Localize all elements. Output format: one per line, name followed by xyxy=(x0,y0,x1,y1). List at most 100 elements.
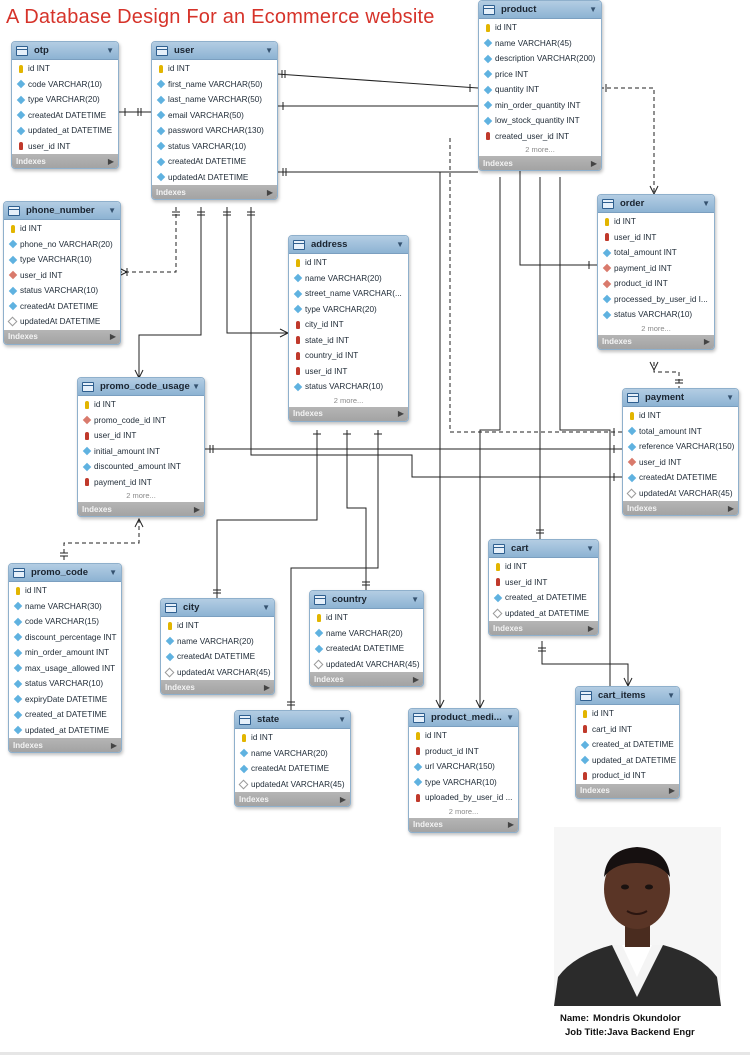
expand-arrow-icon[interactable]: ▶ xyxy=(412,674,419,684)
table-column[interactable]: id INT xyxy=(289,255,408,271)
table-column[interactable]: city_id INT xyxy=(289,317,408,333)
table-header[interactable]: product ▼ xyxy=(479,1,601,19)
indexes-bar[interactable]: Indexes▶ xyxy=(489,621,598,635)
table-column[interactable]: code VARCHAR(15) xyxy=(9,614,121,630)
table-column[interactable]: createdAt DATETIME xyxy=(235,761,350,777)
more-columns-label[interactable]: 2 more... xyxy=(448,806,479,816)
more-columns-label[interactable]: 2 more... xyxy=(525,145,555,154)
table-column[interactable]: type VARCHAR(20) xyxy=(289,302,408,318)
table-column[interactable]: status VARCHAR(10) xyxy=(289,379,408,395)
indexes-bar[interactable]: Indexes▶ xyxy=(161,680,274,694)
table-column[interactable]: price INT xyxy=(479,67,601,83)
more-columns-label[interactable]: 2 more... xyxy=(126,491,156,500)
table-header[interactable]: product_medi... ▼ xyxy=(409,709,518,727)
table-column[interactable]: id INT xyxy=(161,618,274,634)
chevron-down-icon[interactable]: ▼ xyxy=(411,595,419,604)
indexes-bar[interactable]: Indexes▶ xyxy=(235,792,350,806)
table-column[interactable]: low_stock_quantity INT xyxy=(479,113,601,129)
table-column[interactable]: status VARCHAR(10) xyxy=(4,283,120,299)
table-column[interactable]: email VARCHAR(50) xyxy=(152,108,277,124)
table-header[interactable]: otp ▼ xyxy=(12,42,118,60)
table-column[interactable]: reference VARCHAR(150) xyxy=(623,439,738,455)
table-column[interactable]: createdAt DATETIME xyxy=(12,108,118,124)
indexes-bar[interactable]: Indexes▶ xyxy=(289,406,408,421)
table-column[interactable]: updatedAt VARCHAR(45) xyxy=(623,486,738,502)
expand-arrow-icon[interactable]: ▶ xyxy=(727,503,734,513)
table-column[interactable]: id INT xyxy=(489,559,598,575)
table-column[interactable]: discount_percentage INT xyxy=(9,630,121,646)
indexes-bar[interactable]: Indexes▶ xyxy=(152,185,277,199)
table-column[interactable]: created_at DATETIME xyxy=(576,737,679,753)
table-column[interactable]: user_id INT xyxy=(598,230,714,246)
chevron-down-icon[interactable]: ▼ xyxy=(667,691,675,700)
more-columns-label[interactable]: 2 more... xyxy=(333,395,364,405)
table-column[interactable]: name VARCHAR(20) xyxy=(161,634,274,650)
expand-arrow-icon[interactable]: ▶ xyxy=(587,623,594,633)
table-column[interactable]: status VARCHAR(10) xyxy=(598,307,714,323)
table-column[interactable]: updatedAt VARCHAR(45) xyxy=(235,777,350,793)
table-column[interactable]: type VARCHAR(20) xyxy=(12,92,118,108)
indexes-bar[interactable]: Indexes▶ xyxy=(576,783,679,798)
indexes-bar[interactable]: Indexes▶ xyxy=(12,154,118,168)
table-column[interactable]: createdAt DATETIME xyxy=(4,299,120,315)
chevron-down-icon[interactable]: ▼ xyxy=(106,46,114,55)
table-column[interactable]: created_at DATETIME xyxy=(489,590,598,606)
table-column[interactable]: total_amount INT xyxy=(598,245,714,261)
table-column[interactable]: total_amount INT xyxy=(623,424,738,440)
table-column[interactable]: id INT xyxy=(310,610,423,626)
table-column[interactable]: updated_at DATETIME xyxy=(12,123,118,139)
table-column[interactable]: min_order_amount INT xyxy=(9,645,121,661)
table-column[interactable]: user_id INT xyxy=(623,455,738,471)
table-column[interactable]: max_usage_allowed INT xyxy=(9,661,121,677)
table-header[interactable]: promo_code ▼ xyxy=(9,564,121,582)
table-column[interactable]: created_at DATETIME xyxy=(9,707,121,723)
table-column[interactable]: created_user_id INT xyxy=(479,129,601,145)
indexes-bar[interactable]: Indexes▶ xyxy=(310,672,423,686)
table-column[interactable]: street_name VARCHAR(... xyxy=(289,286,408,302)
table-column[interactable]: id INT xyxy=(78,397,204,413)
table-column[interactable]: id INT xyxy=(12,61,118,77)
table-column[interactable]: initial_amount INT xyxy=(78,444,204,460)
table-column[interactable]: id INT xyxy=(152,61,277,77)
indexes-bar[interactable]: Indexes▶ xyxy=(78,502,204,516)
table-column[interactable]: user_id INT xyxy=(289,364,408,380)
table-column[interactable]: user_id INT xyxy=(489,575,598,591)
table-column[interactable]: type VARCHAR(10) xyxy=(409,775,518,791)
table-column[interactable]: first_name VARCHAR(50) xyxy=(152,77,277,93)
table-column[interactable]: id INT xyxy=(576,706,679,722)
table-column[interactable]: payment_id INT xyxy=(598,261,714,277)
table-column[interactable]: name VARCHAR(30) xyxy=(9,599,121,615)
table-column[interactable]: status VARCHAR(10) xyxy=(9,676,121,692)
expand-arrow-icon[interactable]: ▶ xyxy=(193,504,200,514)
table-column[interactable]: id INT xyxy=(479,20,601,36)
table-column[interactable]: createdAt DATETIME xyxy=(623,470,738,486)
table-column[interactable]: processed_by_user_id I... xyxy=(598,292,714,308)
expand-arrow-icon[interactable]: ▶ xyxy=(109,332,116,341)
table-header[interactable]: order ▼ xyxy=(598,195,714,213)
table-header[interactable]: promo_code_usage ▼ xyxy=(78,378,204,396)
indexes-bar[interactable]: Indexes▶ xyxy=(9,738,121,752)
chevron-down-icon[interactable]: ▼ xyxy=(265,46,273,55)
table-header[interactable]: country ▼ xyxy=(310,591,423,609)
table-header[interactable]: payment ▼ xyxy=(623,389,738,407)
table-column[interactable]: createdAt DATETIME xyxy=(152,154,277,170)
table-column[interactable]: min_order_quantity INT xyxy=(479,98,601,114)
expand-arrow-icon[interactable]: ▶ xyxy=(107,156,114,166)
table-column[interactable]: phone_no VARCHAR(20) xyxy=(4,237,120,253)
table-header[interactable]: cart ▼ xyxy=(489,540,598,558)
table-column[interactable]: user_id INT xyxy=(4,268,120,284)
table-column[interactable]: last_name VARCHAR(50) xyxy=(152,92,277,108)
table-column[interactable]: state_id INT xyxy=(289,333,408,349)
table-column[interactable]: payment_id INT xyxy=(78,475,204,491)
table-column[interactable]: id INT xyxy=(4,221,120,237)
chevron-down-icon[interactable]: ▼ xyxy=(192,382,200,391)
